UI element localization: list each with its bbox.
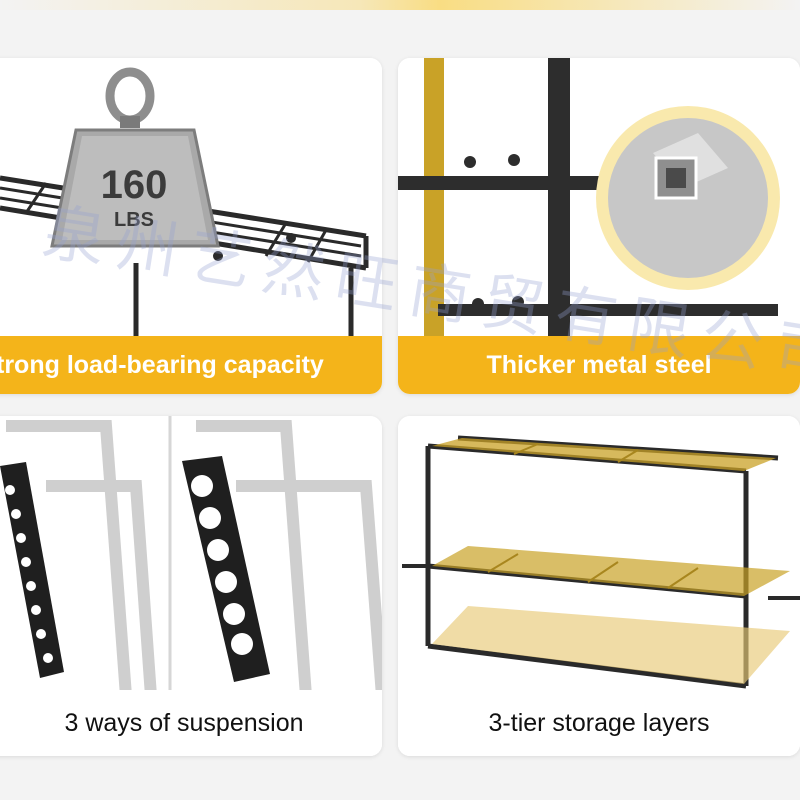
metal-steel-panel: Thicker metal steel xyxy=(398,58,800,394)
metal-steel-caption: Thicker metal steel xyxy=(398,336,800,394)
large-hole-strip xyxy=(182,456,270,682)
weight-number: 160 xyxy=(101,163,168,207)
top-gradient-bar xyxy=(0,0,800,10)
suspension-panel: 3 ways of suspension xyxy=(0,416,382,756)
storage-tiers-caption: 3-tier storage layers xyxy=(398,690,800,756)
suspension-caption: 3 ways of suspension xyxy=(0,690,382,756)
small-hole-strip xyxy=(0,462,64,678)
load-bearing-panel: 160 LBS trong load-bearing capacity xyxy=(0,58,382,394)
weight-graphic xyxy=(50,67,220,248)
storage-tiers-panel: 3-tier storage layers xyxy=(398,416,800,756)
weight-unit: LBS xyxy=(114,209,154,231)
load-bearing-caption: trong load-bearing capacity xyxy=(0,336,382,394)
